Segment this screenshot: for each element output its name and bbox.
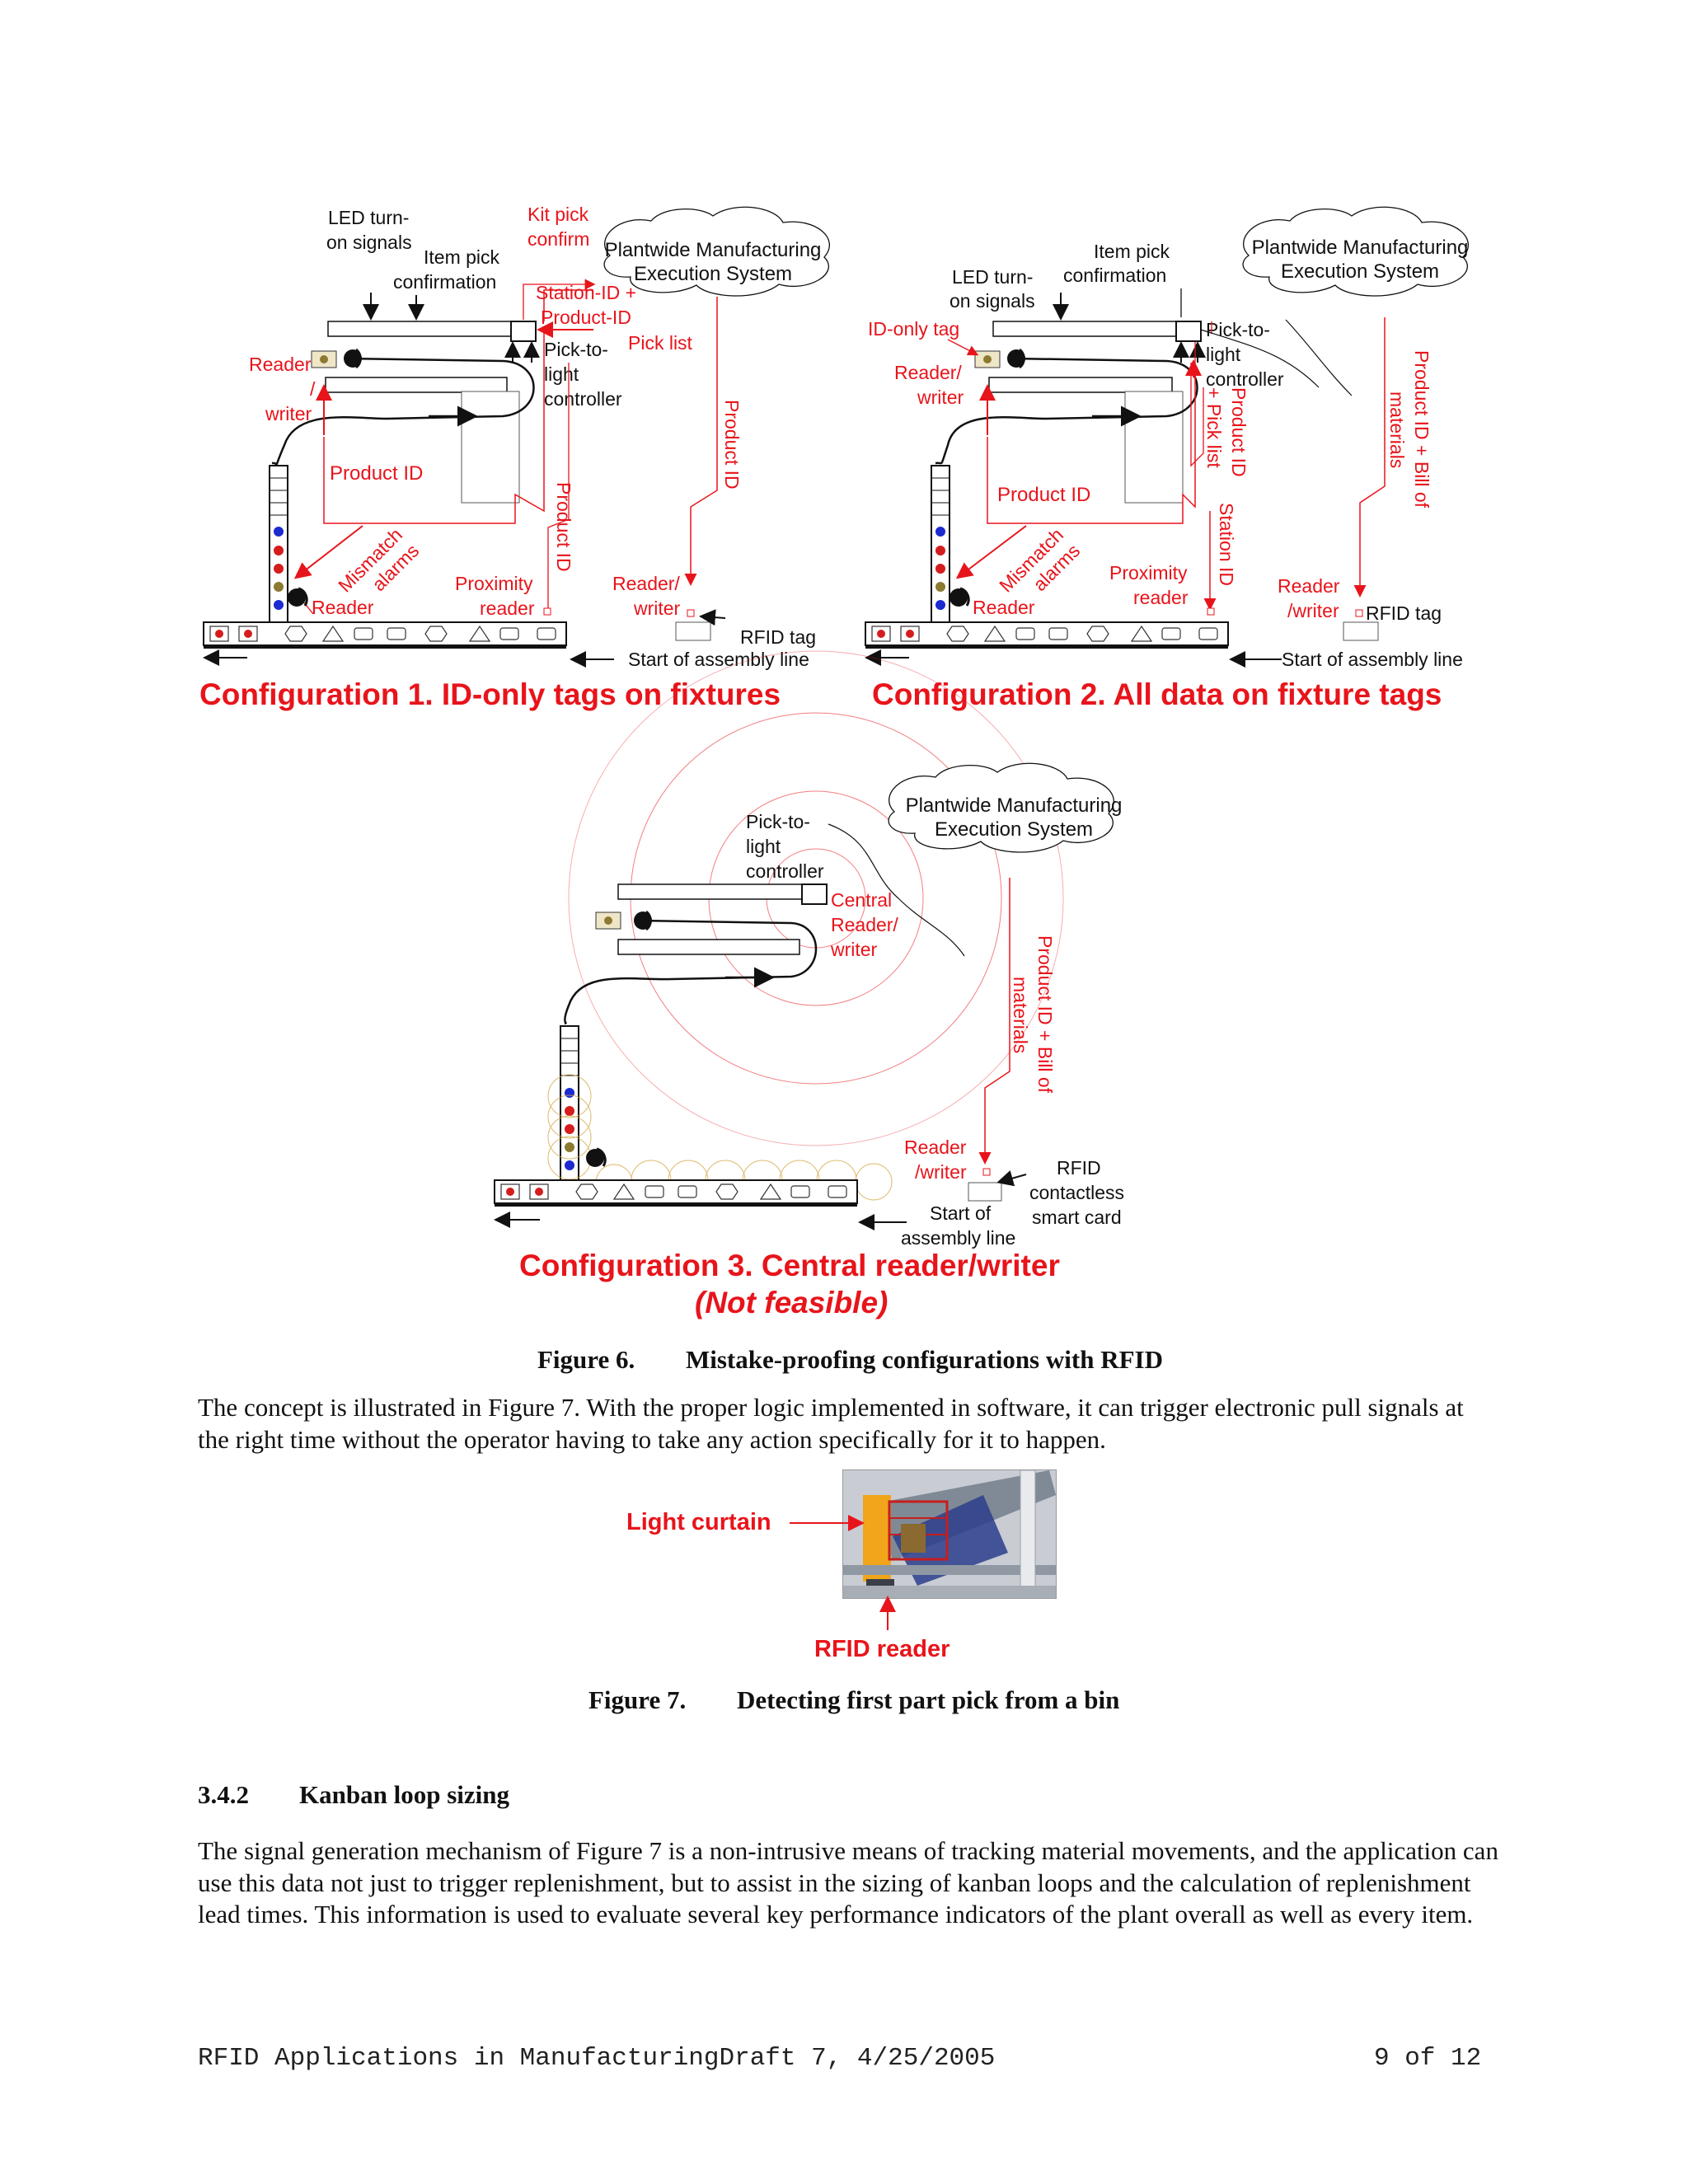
c2-start-line-label: Start of assembly line xyxy=(1282,649,1463,670)
config3-subtitle: (Not feasible) xyxy=(695,1286,889,1319)
c1-pick-list-label: Pick list xyxy=(628,332,693,354)
c2-id-only-label: ID-only tag xyxy=(868,318,959,340)
bin-photo xyxy=(842,1469,1057,1599)
figure-7-caption: Figure 7. Detecting first part pick from … xyxy=(588,1685,1119,1715)
c2-led-label: LED turn-on signals xyxy=(950,266,1035,312)
config2-title: Configuration 2. All data on fixture tag… xyxy=(872,677,1442,711)
c2-reader-writer-left: Reader/writer xyxy=(894,362,964,408)
figure-7-number: Figure 7. xyxy=(588,1685,687,1714)
c1-product-id-vertical: Product ID xyxy=(553,482,574,572)
rfid-reader-label: RFID reader xyxy=(814,1636,950,1662)
c1-led-label: LED turn-on signals xyxy=(326,207,412,253)
c1-product-id-label: Product ID xyxy=(330,462,423,485)
footer-right: 9 of 12 xyxy=(1374,2044,1482,2073)
c2-product-pick-label: Product ID+ Pick list xyxy=(1203,387,1250,477)
c2-product-id-label: Product ID xyxy=(997,484,1090,506)
section-number: 3.4.2 xyxy=(198,1780,249,1809)
paragraph-1: The concept is illustrated in Figure 7. … xyxy=(198,1393,1464,1454)
c1-reader-writer-label: Reader/writer xyxy=(612,573,681,619)
figure-6-caption-text: Mistake-proofing configurations with RFI… xyxy=(686,1345,1163,1374)
c1-rfid-tag-label: RFID tag xyxy=(740,626,816,648)
light-curtain-label: Light curtain xyxy=(626,1509,771,1535)
c2-rfid-tag-label: RFID tag xyxy=(1366,602,1442,624)
config1-title: Configuration 1. ID-only tags on fixture… xyxy=(199,677,781,711)
footer-left: RFID Applications in ManufacturingDraft … xyxy=(198,2044,996,2073)
c1-product-id-vertical2: Product ID xyxy=(721,400,743,490)
c3-reader-writer-label: Reader/writer xyxy=(904,1137,967,1183)
c2-reader-label: Reader xyxy=(973,597,1035,618)
c1-reader-label: Reader xyxy=(312,597,374,618)
c1-station-product-label: Station-ID +Product-ID xyxy=(536,282,636,328)
config3-title: Configuration 3. Central reader/writer xyxy=(519,1249,1060,1282)
figure-6-number: Figure 6. xyxy=(537,1345,635,1374)
figure-6-caption: Figure 6. Mistake-proofing configurations… xyxy=(537,1345,1163,1375)
paragraph-2: The signal generation mechanism of Figur… xyxy=(198,1836,1498,1929)
figure-7-caption-text: Detecting first part pick from a bin xyxy=(737,1685,1120,1714)
c2-bom-label: Product ID + Bill ofmaterials xyxy=(1386,350,1432,509)
section-title: Kanban loop sizing xyxy=(299,1780,509,1809)
c2-reader-writer-label: Reader/writer xyxy=(1278,575,1340,621)
c2-station-id-label: Station ID xyxy=(1216,503,1237,586)
c1-reader-writer-left: Reader/writer xyxy=(249,354,316,424)
section-heading: 3.4.2 Kanban loop sizing xyxy=(198,1780,509,1810)
c3-bom-label: Product ID + Bill ofmaterials xyxy=(1010,935,1056,1094)
c1-start-line-label: Start of assembly line xyxy=(628,649,809,670)
